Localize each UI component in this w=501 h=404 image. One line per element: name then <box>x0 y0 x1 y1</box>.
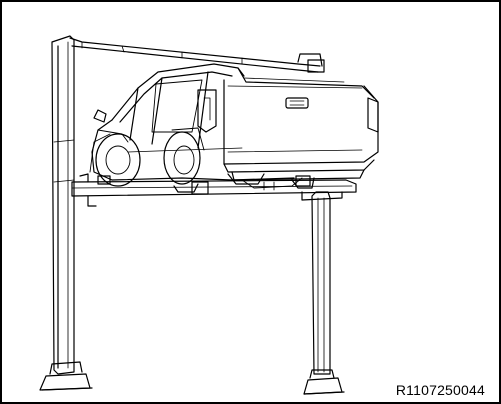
lift-pads <box>97 175 311 195</box>
overhead-beam <box>69 37 325 73</box>
front-wheel <box>89 133 141 187</box>
pickup-truck <box>91 63 379 191</box>
figure-reference-code: R1107250044 <box>395 382 485 398</box>
right-lift-post <box>303 191 345 395</box>
left-lift-post <box>39 35 93 391</box>
rear-tire-right <box>227 173 265 185</box>
rear-wheel <box>163 127 205 193</box>
